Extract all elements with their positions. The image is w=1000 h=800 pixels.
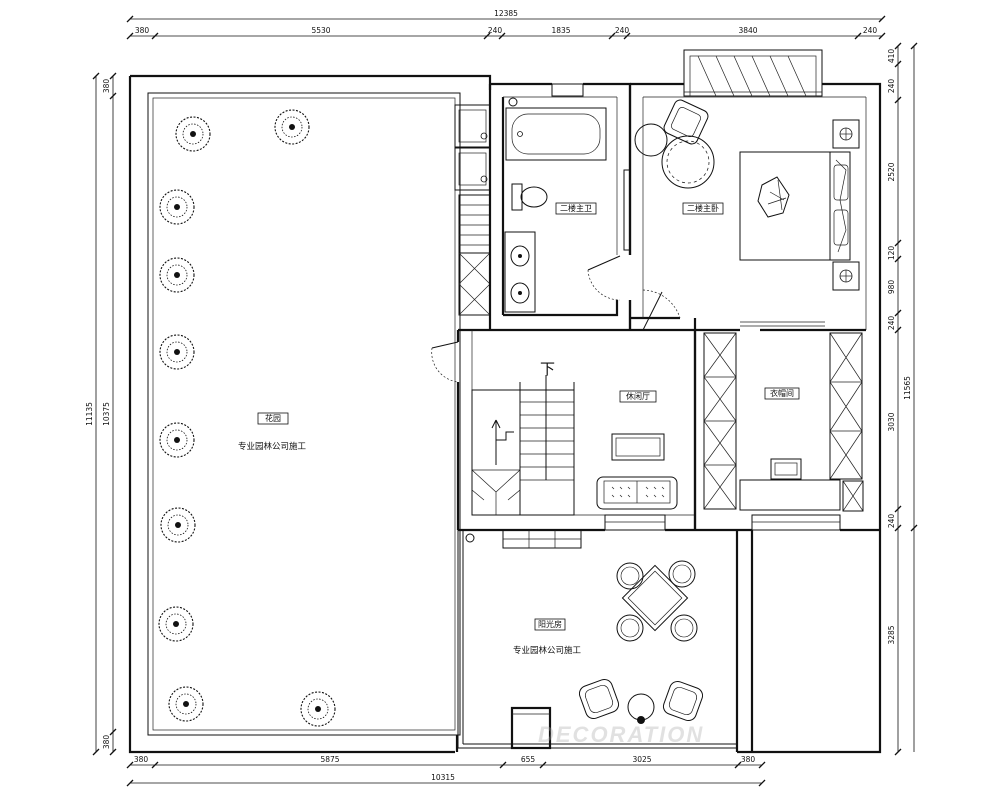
room-label-lounge: 休闲厅 bbox=[626, 391, 650, 401]
chair-icon bbox=[616, 614, 644, 642]
tree-icon bbox=[159, 189, 195, 225]
room-label-sunroom: 阳光房 bbox=[538, 619, 562, 629]
dim-left-outer: 11135 bbox=[85, 402, 94, 426]
dim-top-label: 380 bbox=[135, 26, 150, 35]
master-bedroom: 二楼主卧 bbox=[628, 49, 882, 530]
garden-area bbox=[128, 74, 492, 754]
tree-icon bbox=[300, 691, 336, 727]
tree-icon bbox=[160, 507, 196, 543]
tree-icon bbox=[168, 686, 204, 722]
tree-icon bbox=[274, 109, 310, 145]
dim-bottom-label: 380 bbox=[741, 755, 756, 764]
garden-trees bbox=[158, 109, 336, 727]
dim-top-label: 240 bbox=[615, 26, 630, 35]
wardrobe-icon bbox=[829, 332, 864, 512]
side-table-icon bbox=[627, 693, 655, 724]
bathtub-icon bbox=[505, 97, 607, 161]
lounge-hall: 下 休闲厅 bbox=[431, 328, 697, 532]
dim-right-label: 980 bbox=[887, 280, 896, 295]
wardrobe-icon bbox=[703, 332, 737, 510]
nightstand-icon bbox=[832, 119, 860, 149]
dim-bottom-label: 655 bbox=[521, 755, 536, 764]
console-table-icon bbox=[611, 433, 665, 461]
stair-down-label: 下 bbox=[540, 360, 555, 378]
dimension-labels: 12385 380 5530 240 1835 240 3840 240 380… bbox=[85, 9, 912, 782]
tree-icon bbox=[159, 422, 195, 458]
dim-bottom-label: 380 bbox=[134, 755, 149, 764]
lounge-chair-icon bbox=[663, 99, 709, 145]
room-label-garden: 花园 bbox=[265, 413, 281, 423]
dimension-lines bbox=[92, 15, 918, 787]
dim-top-label: 240 bbox=[488, 26, 503, 35]
dim-right-label: 3030 bbox=[887, 412, 896, 431]
dim-top-label: 1835 bbox=[551, 26, 570, 35]
dim-top-label: 240 bbox=[863, 26, 878, 35]
dim-top-label: 3840 bbox=[738, 26, 757, 35]
steps-icon bbox=[510, 706, 552, 750]
tree-icon bbox=[158, 606, 194, 642]
room-label-bathroom: 二楼主卫 bbox=[560, 203, 592, 213]
dim-right-label: 3285 bbox=[887, 625, 896, 644]
round-table-icon bbox=[634, 123, 715, 189]
toilet-icon bbox=[511, 183, 548, 211]
dim-left-label: 380 bbox=[102, 735, 111, 750]
dim-right-label: 410 bbox=[887, 49, 896, 64]
dining-table-icon bbox=[621, 564, 689, 632]
tree-icon bbox=[159, 334, 195, 370]
watermark: DECORATION bbox=[538, 722, 705, 747]
walk-in-closet: 衣帽间 bbox=[693, 318, 880, 532]
dim-right-outer: 11565 bbox=[903, 376, 912, 400]
room-label-master: 二楼主卧 bbox=[687, 203, 719, 213]
dim-bottom-label: 5875 bbox=[320, 755, 339, 764]
chair-icon bbox=[668, 560, 696, 588]
dim-right-label: 240 bbox=[887, 514, 896, 529]
sunroom: 阳光房 专业园林公司施工 bbox=[457, 529, 882, 754]
dim-top-label: 5530 bbox=[311, 26, 330, 35]
sofa-icon bbox=[596, 476, 678, 510]
dim-bottom-total: 10315 bbox=[431, 773, 455, 782]
armchair-icon bbox=[662, 680, 704, 722]
door-icon bbox=[431, 341, 459, 383]
sink-icon bbox=[504, 231, 536, 313]
armchair-icon bbox=[578, 678, 620, 720]
room-label-closet: 衣帽间 bbox=[770, 388, 794, 398]
tree-icon bbox=[159, 257, 195, 293]
dim-bottom-label: 3025 bbox=[632, 755, 651, 764]
dim-top-total: 12385 bbox=[494, 9, 518, 18]
dressing-table-icon bbox=[739, 458, 841, 511]
door-icon bbox=[642, 289, 681, 331]
garden-note: 专业园林公司施工 bbox=[238, 441, 307, 452]
door-icon bbox=[587, 255, 621, 301]
tree-icon bbox=[175, 116, 211, 152]
dim-right-label: 240 bbox=[887, 79, 896, 94]
dim-left-label: 380 bbox=[102, 79, 111, 94]
bay-window bbox=[683, 49, 823, 97]
bathroom: 二楼主卫 bbox=[488, 82, 632, 330]
nightstand-icon bbox=[832, 261, 860, 291]
chair-icon bbox=[616, 562, 644, 590]
dim-left-inner: 10375 bbox=[102, 402, 111, 426]
staircase: 下 bbox=[471, 360, 575, 516]
bed-icon bbox=[739, 151, 851, 261]
dim-right-label: 120 bbox=[887, 246, 896, 261]
chair-icon bbox=[670, 614, 698, 642]
sunroom-note: 专业园林公司施工 bbox=[513, 645, 582, 656]
dim-right-label: 2520 bbox=[887, 162, 896, 181]
dim-right-label: 240 bbox=[887, 316, 896, 331]
